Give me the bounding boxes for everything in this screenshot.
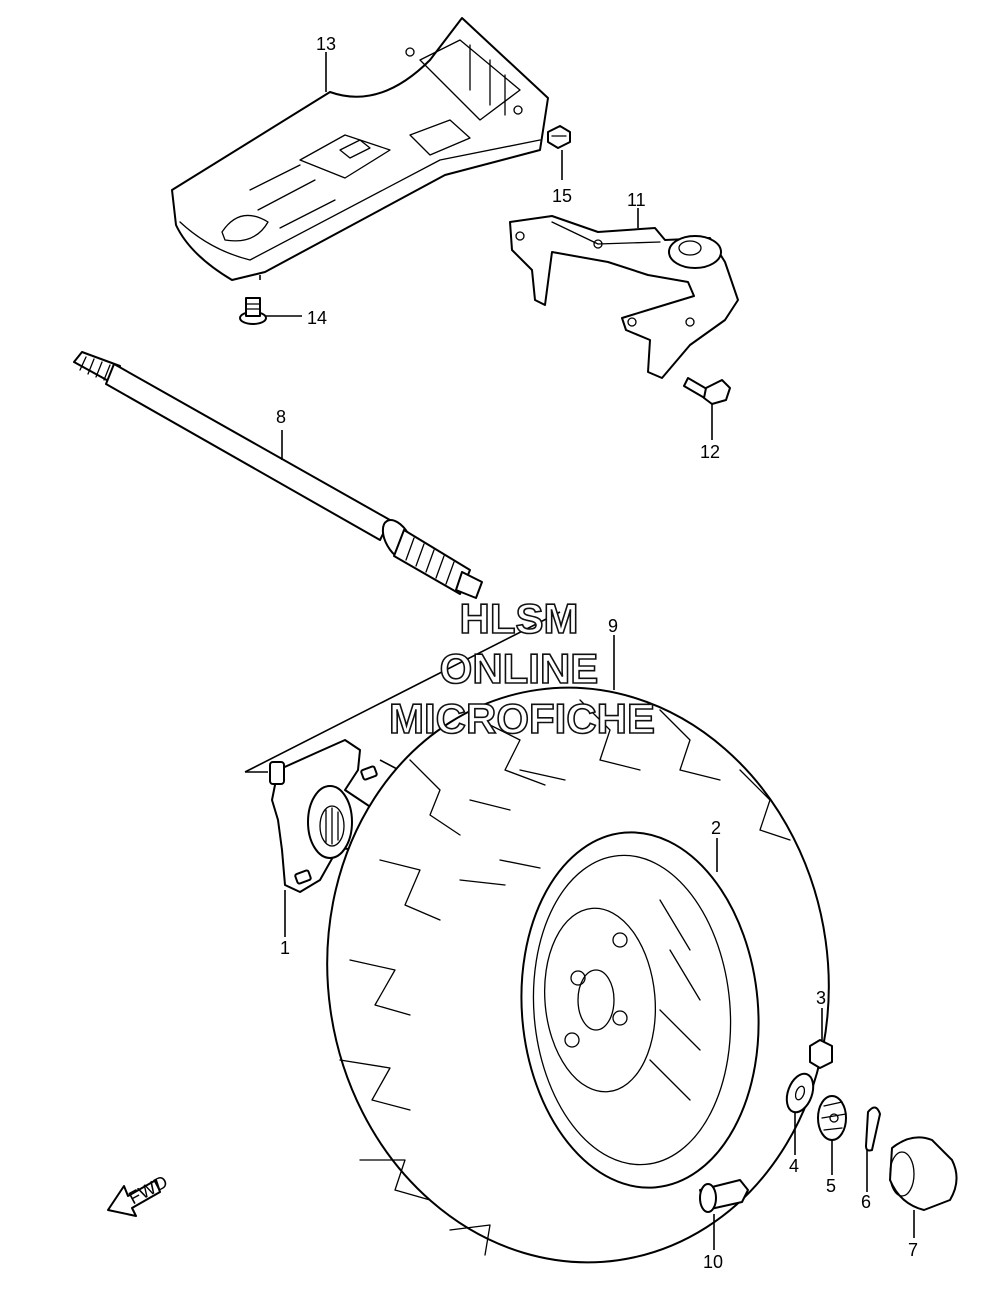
callout-3: 3	[816, 988, 826, 1008]
skid-plate-part	[171, 17, 549, 281]
callout-1: 1	[280, 938, 290, 958]
callout-numbers: 13 15 11 14 12 8 9 2 1 3 4 5 6 7 10	[276, 34, 918, 1272]
hub-cap-7-part	[889, 1136, 958, 1211]
watermark: HLSM ONLINE MICROFICHE	[388, 594, 656, 743]
callout-10: 10	[703, 1252, 723, 1272]
cotter-pin-6-part	[865, 1106, 881, 1152]
washer-4-part	[785, 1072, 815, 1114]
callout-8: 8	[276, 407, 286, 427]
bracket-11-part	[509, 215, 739, 379]
callout-7: 7	[908, 1240, 918, 1260]
axle-shaft-8-part	[73, 351, 483, 599]
wheel-nut-3-part	[809, 1039, 833, 1069]
bolt-15-part	[547, 125, 571, 149]
callout-5: 5	[826, 1176, 836, 1196]
grommet-14-part	[239, 297, 267, 325]
callout-11: 11	[627, 190, 646, 210]
callout-13: 13	[316, 34, 336, 54]
forward-arrow-icon: FWD	[107, 1171, 171, 1217]
callout-12: 12	[700, 442, 720, 462]
wheel-rim-2-part	[520, 831, 760, 1189]
callout-6: 6	[861, 1192, 871, 1212]
callout-9: 9	[608, 616, 618, 636]
callout-4: 4	[789, 1156, 799, 1176]
bolt-12-part	[683, 377, 731, 405]
castle-nut-5-part	[817, 1095, 847, 1141]
watermark-line-2: ONLINE	[440, 645, 599, 692]
watermark-line-1: HLSM	[460, 595, 579, 642]
callout-14: 14	[307, 308, 327, 328]
callout-15: 15	[552, 186, 572, 206]
fwd-label: FWD	[125, 1171, 171, 1208]
callout-2: 2	[711, 818, 721, 838]
callout-leaders	[259, 52, 915, 1250]
valve-stem-10-part	[699, 1179, 749, 1213]
watermark-line-3: MICROFICHE	[389, 695, 655, 742]
